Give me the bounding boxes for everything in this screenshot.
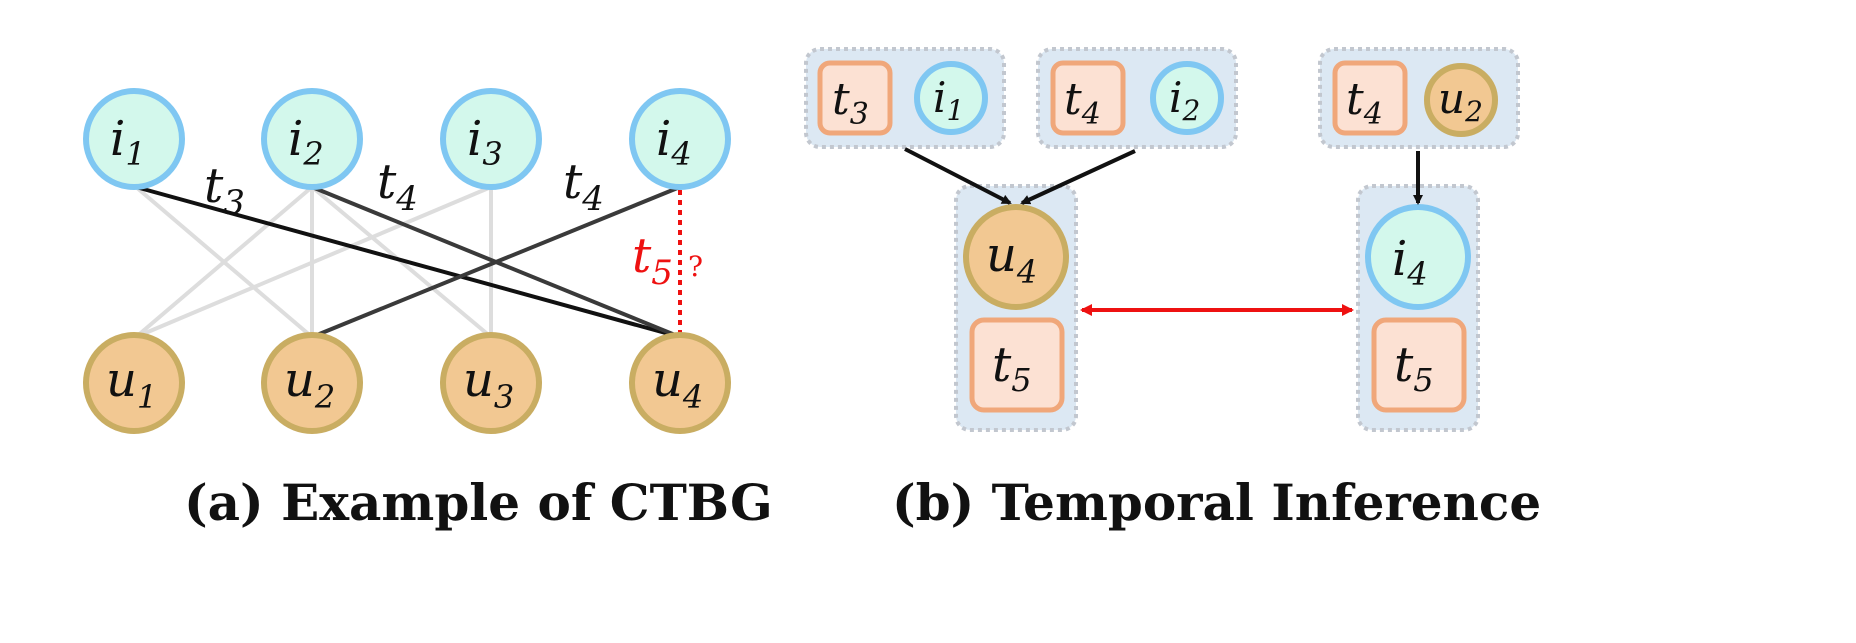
edge-label-t4-b: t4 <box>563 154 604 219</box>
edge-i1-u4 <box>135 185 681 339</box>
svg-text:u1: u1 <box>106 352 157 416</box>
panel-b-diagram: t3 i1 t4 i2 t4 u2 u4 t5 <box>804 47 1520 432</box>
item-node-i4: i4 <box>629 88 731 190</box>
edge-i3-u1 <box>135 185 492 339</box>
edge-label-t4-a: t4 <box>377 154 418 219</box>
user-node-u2: u2 <box>261 332 363 434</box>
user-node-u4-b <box>963 204 1069 310</box>
time-box-t5-right <box>1371 317 1467 413</box>
top-group-3: t4 u2 <box>1318 47 1520 149</box>
edge-i2-u1 <box>134 185 314 339</box>
svg-text:t4: t4 <box>1064 74 1101 132</box>
top-group-1: t3 i1 <box>804 47 1006 149</box>
time-box-t4-b <box>1332 60 1408 136</box>
user-node-u3: u3 <box>440 332 542 434</box>
edge-label-t3: t3 <box>204 158 245 223</box>
query-label-t5: t5 <box>632 228 673 293</box>
svg-text:t3: t3 <box>832 74 869 132</box>
caption-panel-a: (a) Example of CTBG <box>184 473 773 532</box>
svg-text:t5: t5 <box>992 337 1032 399</box>
user-node-u2-b <box>1424 63 1498 137</box>
svg-text:i1: i1 <box>110 111 146 173</box>
svg-text:t5: t5 <box>1394 337 1434 399</box>
time-box-t3 <box>817 60 893 136</box>
svg-text:u2: u2 <box>1438 74 1483 128</box>
item-node-i1-b <box>914 61 988 135</box>
arrow-group2-to-u4 <box>1020 149 1136 205</box>
svg-text:u3: u3 <box>463 352 514 416</box>
gray-edges <box>134 185 493 339</box>
svg-text:u4: u4 <box>986 227 1037 291</box>
item-node-i4-b <box>1365 204 1471 310</box>
svg-text:i2: i2 <box>1169 73 1200 127</box>
edge-i4-u2 <box>311 185 681 339</box>
time-box-t4 <box>1050 60 1126 136</box>
arrow-group1-to-u4 <box>904 147 1012 205</box>
time-box-t5-left <box>969 317 1065 413</box>
svg-text:u4: u4 <box>652 352 703 416</box>
item-node-i1: i1 <box>83 88 185 190</box>
user-node-u1: u1 <box>83 332 185 434</box>
caption-panel-b: (b) Temporal Inference <box>892 473 1542 532</box>
svg-text:i1: i1 <box>933 73 964 127</box>
left-group: u4 t5 <box>954 184 1078 432</box>
svg-text:t4: t4 <box>1346 74 1383 132</box>
item-node-i3: i3 <box>440 88 542 190</box>
svg-text:i3: i3 <box>467 111 503 173</box>
svg-text:i4: i4 <box>1392 231 1428 293</box>
svg-text:u2: u2 <box>284 352 335 416</box>
item-node-i2-b <box>1150 61 1224 135</box>
panel-a-graph: t3 t4 t4 t5 ? i1 i2 i3 i4 <box>83 88 731 434</box>
top-group-2: t4 i2 <box>1036 47 1238 149</box>
dark-edges <box>135 185 681 339</box>
svg-text:i2: i2 <box>288 111 324 173</box>
query-mark: ? <box>688 250 703 283</box>
right-group: i4 t5 <box>1356 184 1480 432</box>
user-node-u4: u4 <box>629 332 731 434</box>
item-node-i2: i2 <box>261 88 363 190</box>
svg-text:i4: i4 <box>656 111 692 173</box>
